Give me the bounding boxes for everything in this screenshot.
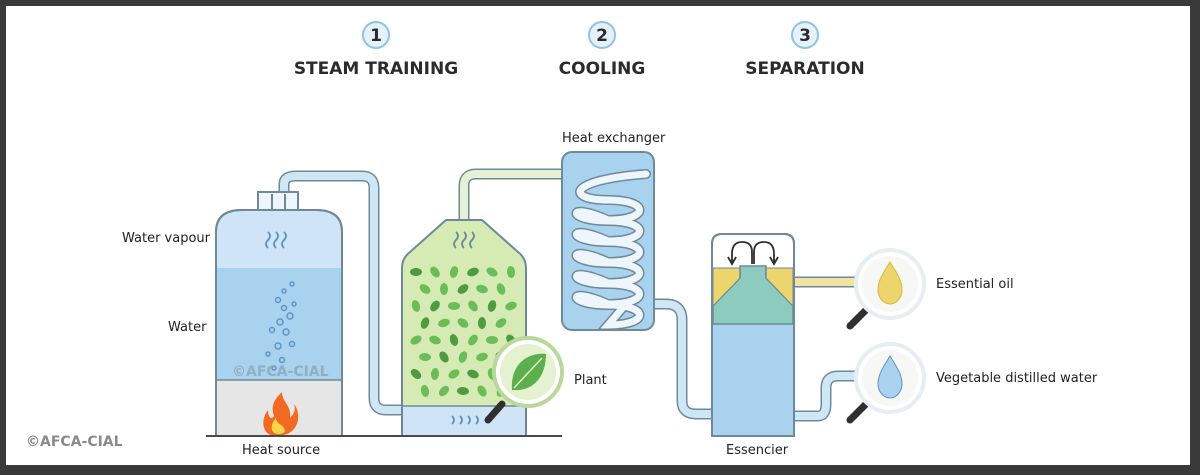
- alembic: [401, 219, 527, 437]
- leaf-shape: [439, 385, 449, 397]
- leaf-shape: [505, 301, 517, 311]
- leaf-shape: [467, 369, 479, 379]
- leaf-shape: [468, 334, 478, 346]
- leaf-shape: [419, 352, 431, 362]
- leaf-shape: [430, 266, 440, 278]
- coil-tube: [573, 170, 650, 329]
- leaf-shape: [477, 385, 487, 397]
- diagram-canvas: 1 STEAM TRAINING 2 COOLING 3 SEPARATION: [6, 6, 1190, 465]
- label-vegetable-distilled-water: Vegetable distilled water: [936, 371, 1098, 386]
- essencier-water-layer: [713, 324, 793, 435]
- steam-tank: [215, 191, 343, 437]
- leaf-shape: [410, 369, 422, 379]
- essencier: [711, 233, 795, 437]
- step-2-number: 2: [596, 26, 608, 46]
- step-3-number: 3: [799, 26, 811, 46]
- distilled-water-magnifier: [846, 342, 926, 424]
- leaf-shape: [440, 283, 448, 295]
- leaf-shape: [496, 283, 506, 295]
- alembic-vapour-icon: [451, 415, 479, 425]
- label-water: Water: [168, 320, 207, 335]
- leaf-shape: [410, 268, 422, 276]
- water-drop-icon: [877, 355, 903, 399]
- step-3: 3 SEPARATION: [745, 21, 865, 79]
- alembic-top-vapour-icon: [453, 231, 475, 249]
- leaf-shape: [457, 386, 469, 396]
- label-essential-oil: Essential oil: [936, 277, 1014, 292]
- tank-cap: [257, 191, 299, 211]
- leaf-shape: [448, 302, 460, 310]
- leaf-shape: [430, 368, 440, 380]
- bubbles-icon: [265, 281, 297, 371]
- leaf-shape: [429, 335, 441, 345]
- leaf-shape: [430, 300, 440, 312]
- leaf-shape: [467, 267, 479, 277]
- heat-exchanger: [561, 151, 655, 331]
- flow-arrows-icon: [727, 241, 779, 266]
- tank-water: [217, 268, 341, 380]
- leaf-shape: [448, 369, 460, 379]
- leaf-shape: [476, 352, 488, 362]
- leaf-shape: [438, 318, 450, 328]
- step-1-title: STEAM TRAINING: [294, 59, 458, 79]
- label-heat-exchanger: Heat exchanger: [562, 131, 666, 146]
- essential-oil-magnifier: [846, 248, 926, 330]
- label-essencier: Essencier: [726, 443, 789, 458]
- step-1: 1 STEAM TRAINING: [294, 21, 458, 79]
- corner-watermark: ©AFCA-CIAL: [26, 434, 123, 450]
- step-3-title: SEPARATION: [745, 59, 864, 79]
- leaf-shape: [410, 335, 422, 345]
- alembic-body: [401, 219, 527, 437]
- leaf-shape: [495, 318, 507, 328]
- leaf-shape: [449, 266, 459, 278]
- leaf-shape: [411, 300, 421, 312]
- leaf-shape: [419, 284, 431, 294]
- step-3-badge: [791, 21, 819, 49]
- leaf-shape: [468, 300, 478, 312]
- leaf-shape: [486, 267, 498, 277]
- alembic-steam-inlet: [403, 406, 525, 435]
- leaf-shape: [420, 385, 430, 397]
- oil-drop-icon: [877, 261, 903, 305]
- label-plant: Plant: [574, 373, 607, 388]
- pipes: [278, 168, 870, 422]
- step-1-number: 1: [370, 26, 382, 46]
- step-2: 2 COOLING: [559, 21, 646, 79]
- leaf-shape: [478, 317, 486, 329]
- distillation-diagram: 1 STEAM TRAINING 2 COOLING 3 SEPARATION: [26, 21, 1098, 458]
- leaf-shape: [457, 284, 469, 294]
- leaf-icon: [511, 353, 546, 391]
- coil-icon: [571, 169, 651, 331]
- leaf-shape: [458, 351, 468, 363]
- leaf-shape: [457, 318, 469, 328]
- label-water-vapour: Water vapour: [122, 231, 211, 246]
- step-1-badge: [362, 21, 390, 49]
- plant-magnifier: [484, 336, 564, 424]
- leaf-shape: [506, 266, 516, 278]
- leaf-shape: [487, 300, 497, 312]
- leaf-shape: [449, 334, 459, 346]
- tank-watermark: ©AFCA-CIAL: [232, 364, 329, 380]
- leaves-group: [410, 266, 517, 397]
- vapour-icon: [265, 231, 287, 249]
- label-heat-source: Heat source: [242, 443, 320, 458]
- leaf-shape: [420, 317, 430, 329]
- flame-icon: [263, 392, 299, 436]
- leaf-shape: [486, 336, 498, 344]
- step-2-badge: [588, 21, 616, 49]
- leaf-shape: [476, 284, 488, 294]
- step-2-title: COOLING: [559, 59, 646, 79]
- leaf-shape: [439, 351, 449, 363]
